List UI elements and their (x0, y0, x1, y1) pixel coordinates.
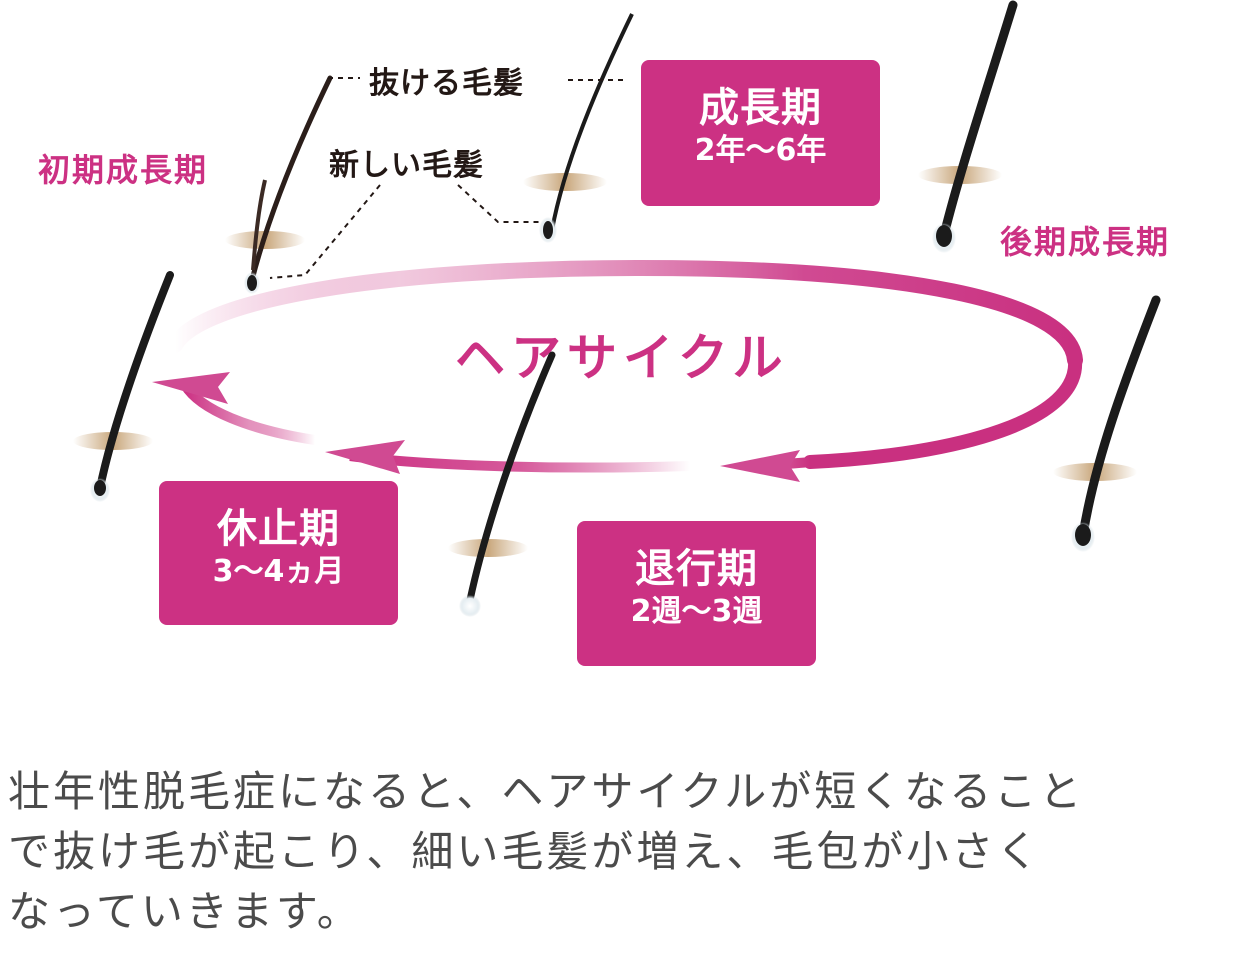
arrow-telogen (325, 440, 405, 474)
phase-growth-duration: 2年〜6年 (694, 133, 827, 168)
cycle-center-label: ヘアサイクル (455, 329, 789, 387)
leader-lines (269, 77, 628, 279)
caption-line: 壮年性脱毛症になると、ヘアサイクルが短くなること (8, 767, 1085, 816)
caption-line: で抜け毛が起こり、細い毛髪が増え、毛包が小さく (8, 827, 1042, 876)
label-shedding-hair: 抜ける毛髪 (365, 58, 528, 102)
label-new-hair: 新しい毛髪 (325, 140, 488, 184)
phase-catagen-name: 退行期 (635, 546, 758, 592)
phase-catagen-box: 退行期 2週〜3週 (577, 521, 816, 666)
hair-cycle-diagram (73, 0, 1161, 617)
phase-growth-box: 成長期 2年〜6年 (641, 60, 880, 206)
label-early-growth: 初期成長期 (38, 151, 209, 189)
phase-growth-name: 成長期 (699, 85, 822, 131)
hair-right (1053, 295, 1161, 552)
arrow-catagen (720, 450, 800, 482)
caption-text: 壮年性脱毛症になると、ヘアサイクルが短くなること で抜け毛が起こり、細い毛髪が増… (8, 762, 1248, 942)
label-late-growth: 後期成長期 (1000, 223, 1171, 261)
hair-late-growth (918, 0, 1018, 253)
cycle-ring (152, 259, 1083, 482)
phase-telogen-box: 休止期 3〜4ヵ月 (159, 481, 398, 625)
caption-line: なっていきます。 (8, 887, 362, 936)
phase-telogen-name: 休止期 (217, 506, 340, 552)
hair-growth (523, 13, 634, 243)
hair-telogen (73, 271, 174, 502)
hair-catagen (448, 351, 556, 617)
phase-catagen-duration: 2週〜3週 (630, 594, 763, 629)
arrow-early-growth (152, 372, 230, 404)
phase-telogen-duration: 3〜4ヵ月 (212, 554, 345, 589)
hair-early-growth (225, 75, 333, 294)
